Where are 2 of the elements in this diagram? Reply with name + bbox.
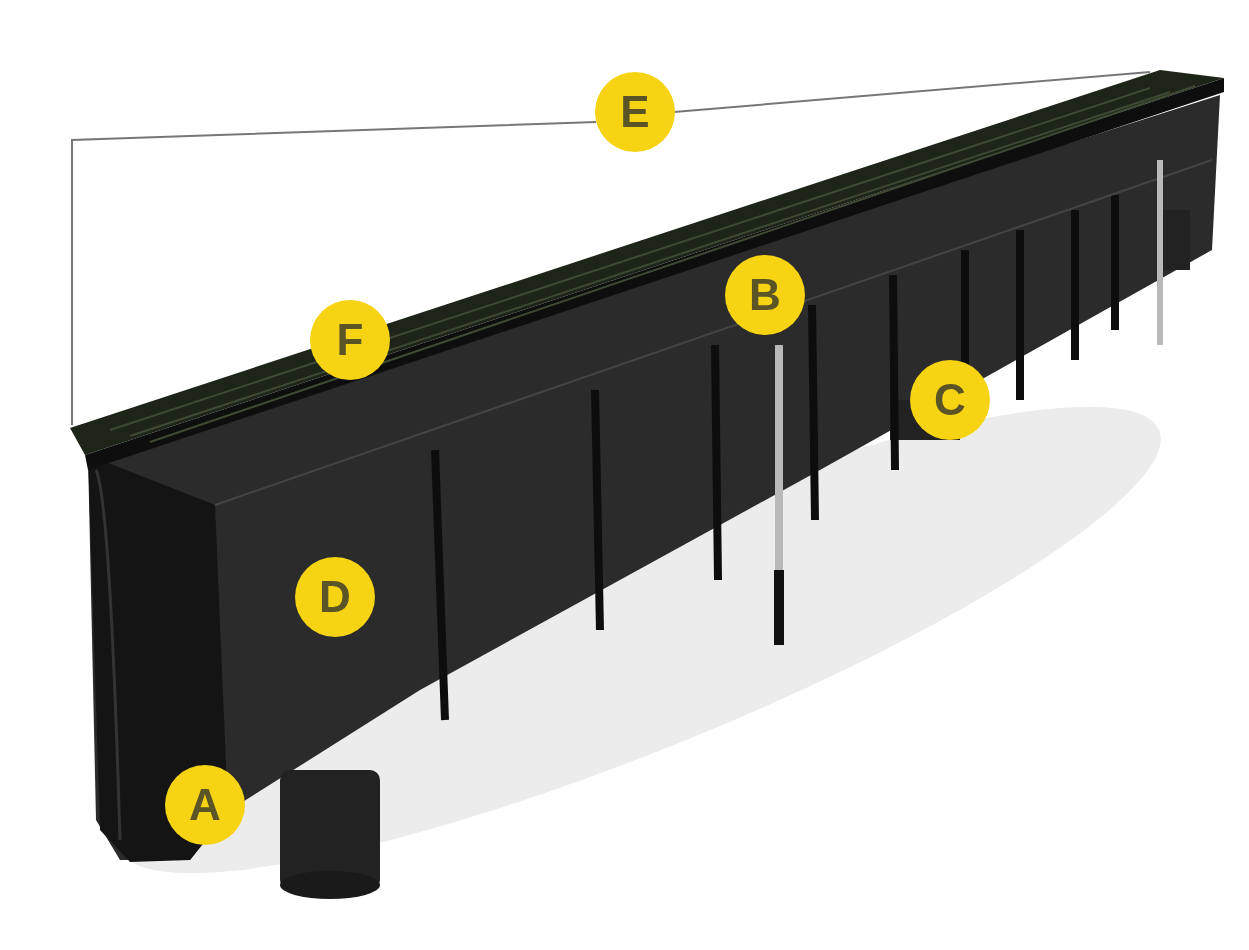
- callout-letter: E: [595, 72, 675, 152]
- callout-letter: F: [310, 300, 390, 380]
